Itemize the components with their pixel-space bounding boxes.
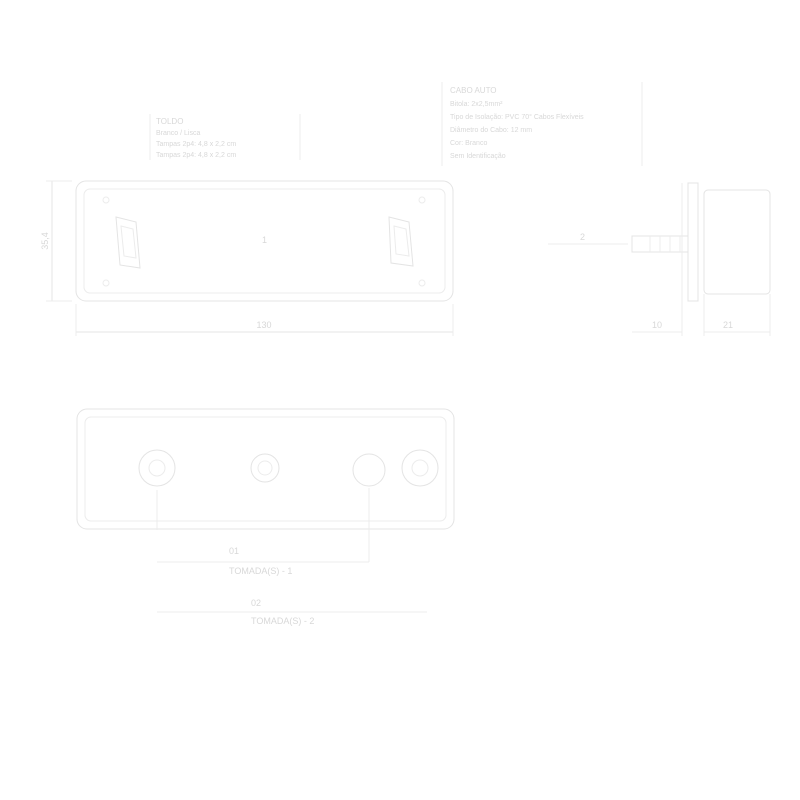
callout-front-center: 1 (262, 235, 267, 245)
port-network (352, 453, 386, 487)
screw-hole (102, 279, 110, 287)
bottom-view-outer-frame (76, 408, 455, 530)
bottom-view (76, 408, 455, 562)
front-view: 1 (75, 180, 454, 302)
connector-right (388, 216, 414, 267)
port-outlet (401, 449, 439, 487)
notes-right-line: Sem Identificação (450, 153, 506, 160)
notes-left: TOLDO Branco / Lisca Tampas 2p4: 4,8 x 2… (149, 114, 301, 160)
port-outlet (138, 449, 176, 487)
screw-hole (418, 279, 426, 287)
port-round-inner (257, 460, 273, 476)
connector-left-inner (120, 225, 137, 259)
side-plate-front (687, 182, 699, 302)
notes-right-line: Bitola: 2x2,5mm² (450, 101, 503, 108)
bottom-view-inner-frame (84, 416, 447, 522)
notes-right-line: Tipo de Isolação: PVC 70° Cabos Flexívei… (450, 113, 584, 121)
notes-left-line: Tampas 2p4: 4,8 x 2,2 cm (156, 152, 236, 159)
front-view-outer-frame (75, 180, 454, 302)
side-dimension-label-b: 21 (723, 320, 733, 330)
port-round (250, 453, 280, 483)
side-callout: 2 (548, 232, 628, 245)
label-item1-number: 01 (229, 546, 239, 556)
connector-right-inner (393, 225, 410, 257)
connector-left (115, 216, 141, 269)
label-item2-text: TOMADA(S) - 2 (251, 616, 314, 626)
side-plate-body (703, 189, 771, 295)
notes-right-title: CABO AUTO (450, 86, 497, 95)
notes-right-line: Diâmetro do Cabo: 12 mm (450, 127, 532, 134)
screw-hole (102, 196, 110, 204)
side-view-connector (631, 235, 689, 253)
notes-right: CABO AUTO Bitola: 2x2,5mm² Tipo de Isola… (441, 82, 643, 166)
side-dimension-label-a: 10 (652, 320, 662, 330)
notes-right-line: Cor: Branco (450, 140, 487, 147)
height-dimension: 35,4 (40, 180, 72, 302)
label-item1-text: TOMADA(S) - 1 (229, 566, 292, 576)
front-view-inner-frame (83, 188, 446, 294)
notes-left-title: TOLDO (156, 117, 183, 126)
callout-front-side: 2 (580, 232, 585, 242)
label-item2-number: 02 (251, 598, 261, 608)
bottom-labels: 01 TOMADA(S) - 1 02 TOMADA(S) - 2 (157, 546, 427, 626)
width-dimension: 130 (75, 304, 454, 336)
width-dimension-label: 130 (256, 320, 271, 330)
notes-left-line: Branco / Lisca (156, 130, 200, 137)
side-view: 10 21 (632, 182, 771, 336)
notes-left-line: Tampas 2p4: 4,8 x 2,2 cm (156, 141, 236, 148)
port-outlet-inner (148, 459, 166, 477)
height-dimension-label: 35,4 (40, 232, 50, 250)
screw-hole (418, 196, 426, 204)
port-outlet-inner (411, 459, 429, 477)
